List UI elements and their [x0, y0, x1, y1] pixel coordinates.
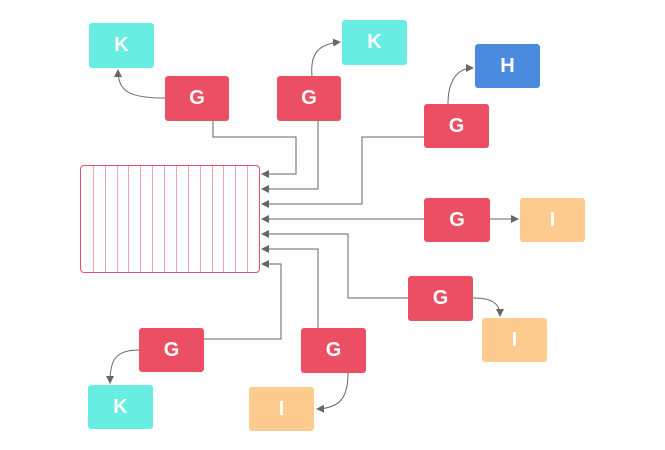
connector-g7-hub	[204, 260, 282, 340]
connector-g1-k1	[114, 69, 166, 99]
hub-stripe	[93, 166, 94, 272]
node-h1: H	[475, 44, 540, 88]
hub-stripe	[176, 166, 177, 272]
node-k2: K	[342, 20, 407, 65]
hub-stripe	[188, 166, 189, 272]
connector-g1-hub	[212, 121, 297, 178]
hub-stripe	[247, 166, 248, 272]
hub-stripe	[105, 166, 106, 272]
hub-block	[80, 165, 260, 273]
hub-stripe	[117, 166, 118, 272]
hub-stripe	[235, 166, 236, 272]
hub-stripe	[140, 166, 141, 272]
connector-g2-hub	[261, 121, 319, 193]
node-k1: K	[89, 23, 154, 68]
hub-stripe	[223, 166, 224, 272]
connector-g5-hub	[261, 230, 408, 299]
connector-g6-i3	[316, 372, 349, 413]
connector-g3-hub	[261, 136, 424, 208]
node-g5: G	[408, 276, 473, 321]
node-g1: G	[165, 76, 229, 121]
node-g7: G	[139, 328, 204, 372]
hub-stripe	[152, 166, 153, 272]
hub-stripe	[128, 166, 129, 272]
node-i3: I	[249, 387, 314, 431]
node-i1: I	[520, 198, 585, 242]
connector-g5-i2	[472, 297, 504, 317]
node-g6: G	[301, 328, 366, 373]
node-g2: G	[277, 76, 341, 121]
connector-g2-k2	[311, 38, 341, 77]
node-g4: G	[424, 198, 490, 242]
hub-stripe	[164, 166, 165, 272]
node-k3: K	[88, 385, 153, 429]
connector-g7-k3	[106, 349, 140, 384]
hub-stripe	[200, 166, 201, 272]
node-g3: G	[424, 104, 489, 148]
node-i2: I	[482, 318, 547, 362]
connector-g6-hub	[261, 245, 319, 328]
hub-stripe	[212, 166, 213, 272]
connector-g3-h1	[447, 64, 474, 105]
